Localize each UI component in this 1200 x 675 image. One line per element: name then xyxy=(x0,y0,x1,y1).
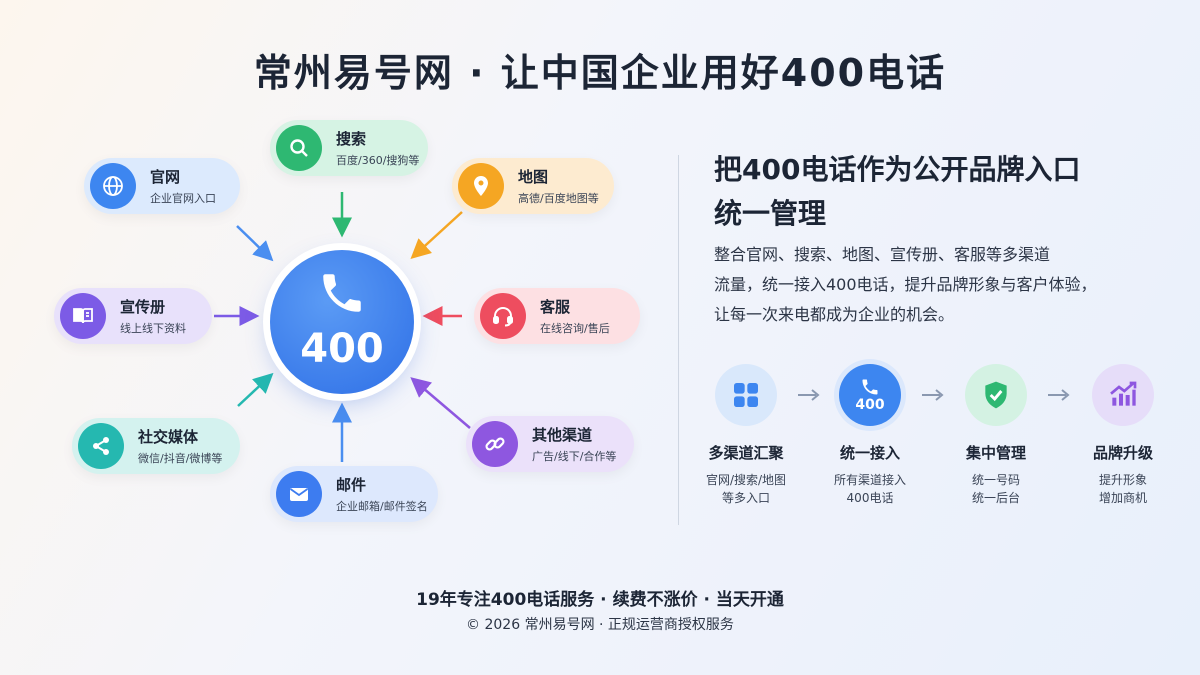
channel-desc: 百度/360/搜狗等 xyxy=(336,154,420,167)
arrow-right-icon xyxy=(798,389,820,401)
channel-desc: 微信/抖音/微博等 xyxy=(138,452,223,465)
channel-website[interactable]: 官网企业官网入口 xyxy=(84,158,240,214)
right-para-line3: 让每一次来电都成为企业的机会。 xyxy=(714,305,955,324)
channel-map[interactable]: 地图高德/百度地图等 xyxy=(452,158,614,214)
channel-title: 社交媒体 xyxy=(138,428,199,446)
book-icon xyxy=(60,293,106,339)
channel-desc: 线上线下资料 xyxy=(120,322,186,335)
step-desc: 统一后台 xyxy=(971,491,1020,505)
arrow-right-icon xyxy=(922,389,944,401)
step-desc: 统一号码 xyxy=(971,473,1020,487)
step-unified-access: 400 统一接入 所有渠道接入 400电话 xyxy=(810,364,930,507)
step-desc: 提升形象 xyxy=(1098,473,1147,487)
vertical-divider xyxy=(678,155,679,525)
chart-up-icon xyxy=(1092,364,1154,426)
headset-icon xyxy=(480,293,526,339)
channel-email[interactable]: 邮件企业邮箱/邮件签名 xyxy=(270,466,438,522)
step-title: 统一接入 xyxy=(839,444,900,462)
page-title: 常州易号网 · 让中国企业用好400电话 xyxy=(253,51,947,95)
channel-title: 邮件 xyxy=(336,476,367,494)
grid-icon xyxy=(715,364,777,426)
right-heading: 把400电话作为公开品牌入口 统一管理 xyxy=(714,148,1080,236)
channel-title: 其他渠道 xyxy=(532,426,593,444)
phone-icon xyxy=(323,274,361,312)
step-title: 品牌升级 xyxy=(1092,444,1153,462)
share-icon xyxy=(78,423,124,469)
channel-desc: 广告/线下/合作等 xyxy=(532,450,617,463)
step-desc: 400电话 xyxy=(846,491,894,505)
channel-title: 搜索 xyxy=(336,130,367,148)
channel-desc: 企业邮箱/邮件签名 xyxy=(336,500,428,513)
right-para-line2: 流量，统一接入400电话，提升品牌形象与客户体验， xyxy=(714,275,1097,294)
step-title: 多渠道汇聚 xyxy=(708,444,784,462)
channel-search[interactable]: 搜索百度/360/搜狗等 xyxy=(270,120,428,176)
phone-400-icon: 400 xyxy=(839,364,901,426)
right-para-line1: 整合官网、搜索、地图、宣传册、客服等多渠道 xyxy=(714,245,1051,264)
mail-icon xyxy=(276,471,322,517)
channel-desc: 高德/百度地图等 xyxy=(518,192,599,205)
channel-social-media[interactable]: 社交媒体微信/抖音/微博等 xyxy=(72,418,240,474)
channel-brochure[interactable]: 宣传册线上线下资料 xyxy=(54,288,212,344)
shield-check-icon xyxy=(965,364,1027,426)
footer-slogan: 19年专注400电话服务 · 续费不涨价 · 当天开通 xyxy=(416,590,784,610)
channel-title: 客服 xyxy=(540,298,571,316)
hub-400-circle: 400 xyxy=(270,250,414,394)
footer-copyright: © 2026 常州易号网 · 正规运营商授权服务 xyxy=(466,617,734,633)
channel-title: 地图 xyxy=(518,168,549,186)
step-badge: 400 xyxy=(855,397,885,413)
channel-customer-service[interactable]: 客服在线咨询/售后 xyxy=(474,288,640,344)
right-heading-line2: 统一管理 xyxy=(714,197,827,230)
channel-desc: 在线咨询/售后 xyxy=(540,322,610,335)
arrow-right-icon xyxy=(1048,389,1070,401)
right-heading-line1: 把400电话作为公开品牌入口 xyxy=(714,153,1081,186)
hub-number: 400 xyxy=(300,326,384,372)
map-pin-icon xyxy=(458,163,504,209)
globe-icon xyxy=(90,163,136,209)
channel-title: 官网 xyxy=(150,168,181,186)
step-desc: 增加商机 xyxy=(1098,491,1147,505)
step-central-management: 集中管理 统一号码统一后台 xyxy=(936,364,1056,507)
step-desc: 等多入口 xyxy=(721,491,770,505)
step-desc: 官网/搜索/地图 xyxy=(705,473,787,487)
channel-desc: 企业官网入口 xyxy=(150,192,216,205)
channel-other[interactable]: 其他渠道广告/线下/合作等 xyxy=(466,416,634,472)
step-multi-channel: 多渠道汇聚 官网/搜索/地图等多入口 xyxy=(686,364,806,507)
step-desc: 所有渠道接入 xyxy=(833,473,906,487)
channel-title: 宣传册 xyxy=(120,298,166,316)
right-paragraph: 整合官网、搜索、地图、宣传册、客服等多渠道 流量，统一接入400电话，提升品牌形… xyxy=(714,240,1154,330)
step-title: 集中管理 xyxy=(965,444,1026,462)
search-icon xyxy=(276,125,322,171)
step-brand-upgrade: 品牌升级 提升形象增加商机 xyxy=(1063,364,1183,507)
link-icon xyxy=(472,421,518,467)
